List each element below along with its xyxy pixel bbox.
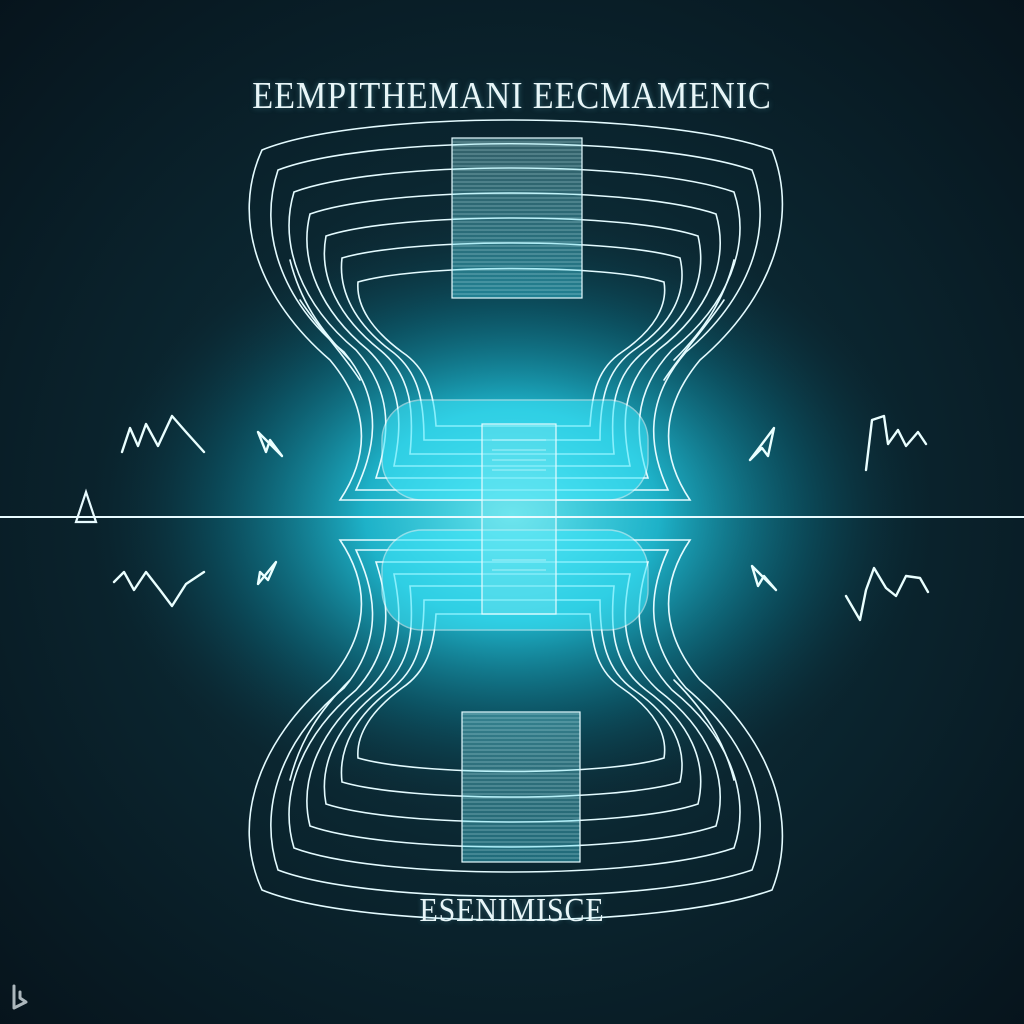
b-logo-icon: [12, 984, 28, 1010]
arrowhead-icon: [256, 430, 284, 458]
illustration-title: EEMPITHEMANI EECMAMENIC: [252, 75, 772, 117]
zigzag-wave-icon: [120, 414, 206, 454]
center-hatched-panel: [481, 423, 557, 615]
arrowhead-icon: [748, 426, 776, 462]
zigzag-wave-icon: [844, 566, 930, 622]
lower-hatched-panel: [461, 711, 581, 863]
lower-core: [381, 529, 649, 631]
upper-contour-lobe: [248, 119, 784, 501]
zigzag-wave-icon: [112, 570, 206, 608]
arrowhead-icon: [256, 560, 278, 586]
central-glow: [92, 215, 932, 815]
illustration-subtitle: ESENIMISCE: [419, 892, 605, 929]
triangle-marker-icon: [74, 488, 98, 524]
arrowhead-icon: [750, 564, 778, 592]
upper-hatched-panel: [451, 137, 583, 299]
zigzag-wave-icon: [864, 414, 928, 472]
